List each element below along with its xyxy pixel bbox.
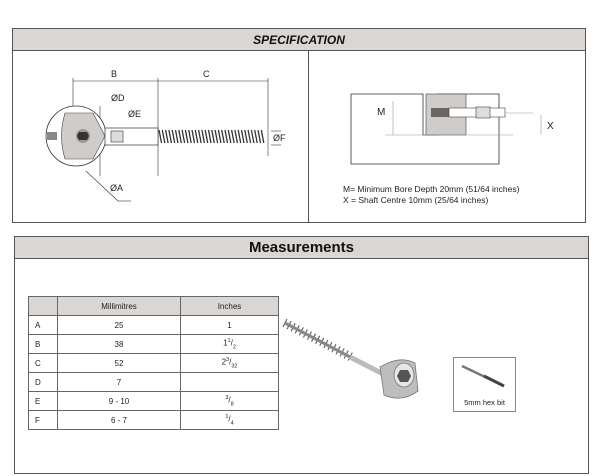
connector-bolt-photo xyxy=(282,318,419,399)
specification-title: SPECIFICATION xyxy=(13,29,585,51)
row-label: E xyxy=(28,391,58,411)
inch-value: 1/4 xyxy=(180,410,279,430)
mm-value: 6 - 7 xyxy=(57,410,181,430)
inch-value: 3/8 xyxy=(180,391,279,411)
row-label: F xyxy=(28,410,58,430)
specification-panel: SPECIFICATION B C ØD ØE ØF ØA M X M= Min… xyxy=(12,28,586,223)
row-label: B xyxy=(28,334,58,354)
mm-value: 38 xyxy=(57,334,181,354)
inch-value: 11/2 xyxy=(180,334,279,354)
row-label: C xyxy=(28,353,58,373)
label-d: ØD xyxy=(111,93,125,103)
note-m: M= Minimum Bore Depth 20mm (51/64 inches… xyxy=(343,184,520,194)
divider xyxy=(308,51,309,222)
bore-depth-diagram: M X xyxy=(350,93,554,165)
label-c: C xyxy=(203,69,210,79)
screw-thread xyxy=(158,129,265,144)
connector-bolt-diagram: B C ØD ØE ØF ØA xyxy=(45,69,286,202)
inch-value xyxy=(180,372,279,392)
label-x: X xyxy=(547,121,554,132)
mm-value: 25 xyxy=(57,315,181,335)
mm-value: 9 - 10 xyxy=(57,391,181,411)
mm-value: 7 xyxy=(57,372,181,392)
row-label: D xyxy=(28,372,58,392)
note-x: X = Shaft Centre 10mm (25/64 inches) xyxy=(343,195,489,205)
label-m: M xyxy=(377,107,385,118)
measurements-title: Measurements xyxy=(15,237,588,259)
inch-value: 23/32 xyxy=(180,353,279,373)
col-header-mm: Millimitres xyxy=(57,296,181,316)
hex-bit-image xyxy=(461,364,505,388)
label-b: B xyxy=(111,69,117,79)
inch-value: 1 xyxy=(180,315,279,335)
col-header-label xyxy=(28,296,58,316)
label-a: ØA xyxy=(110,183,123,193)
col-header-inches: Inches xyxy=(180,296,279,316)
label-f: ØF xyxy=(273,133,286,143)
row-label: A xyxy=(28,315,58,335)
mm-value: 52 xyxy=(57,353,181,373)
label-e: ØE xyxy=(128,109,141,119)
hex-bit-label: 5mm hex bit xyxy=(464,398,505,407)
hex-bit-inset: 5mm hex bit xyxy=(453,357,516,412)
